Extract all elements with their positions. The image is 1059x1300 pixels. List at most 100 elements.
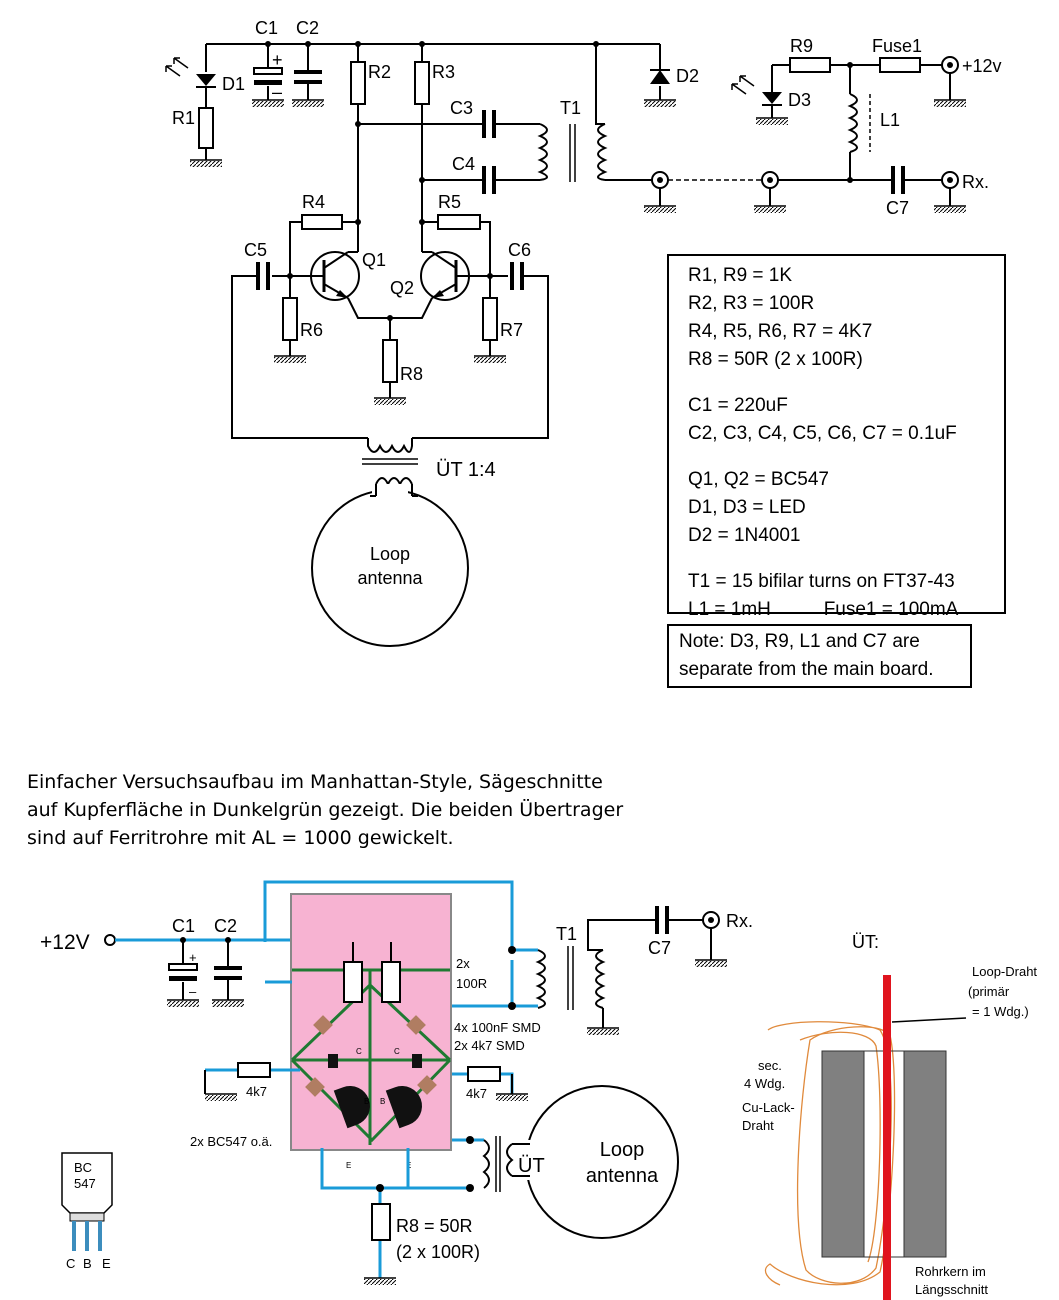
c1-capacitor [254,80,282,85]
l1-inductor [847,93,871,153]
label-4k7-left: 4k7 [246,1084,267,1099]
parts-list: R1, R9 = 1K R2, R3 = 100R R4, R5, R6, R7… [667,254,1006,620]
q1-layout-transistor [333,1086,370,1129]
parts-spacer [688,550,1004,568]
label-r6: R6 [300,320,323,340]
bc547-package [61,1152,113,1251]
top-schematic: C1 C2 + – D1 R1 R2 R3 C3 C4 T1 D2 R9 Fus… [165,18,1002,647]
r8-layout-resistor [371,1203,391,1241]
label-ut: ÜT 1:4 [436,459,496,481]
label-q1: Q1 [362,250,386,270]
copper-cuts [290,968,452,1145]
r4k7-left [237,1062,271,1078]
label-r5: R5 [438,192,461,212]
ut-layout-transformer [482,1136,528,1192]
parts-spacer [688,374,1004,392]
label-layout-c1: C1 [172,916,195,936]
r2-layout-resistor [343,961,363,1003]
label-layout-c2: C2 [214,916,237,936]
parts-line: C1 = 220uF [688,395,788,416]
description-line: auf Kupferfläche in Dunkelgrün gezeigt. … [27,799,624,821]
detail-sec-2: 4 Wdg. [744,1076,785,1091]
primary-loop-wire [883,975,891,1300]
note-line: Note: D3, R9, L1 and C7 are [679,631,920,652]
power-terminal [104,934,116,946]
q2-layout-transistor [385,1086,422,1129]
d3-led-symbol [762,92,782,104]
detail-core-1: Rohrkern im [915,1264,986,1279]
d2-diode [650,70,670,84]
parts-line: L1 = 1mH Fuse1 = 100mA [688,599,959,620]
svg-text:E: E [346,1161,351,1170]
detail-sec-1: sec. [758,1058,782,1073]
parts-line: Q1, Q2 = BC547 [688,469,829,490]
label-t1: T1 [560,98,581,118]
label-layout-ut: ÜT [518,1155,545,1177]
label-r7: R7 [500,320,523,340]
ut-transformer [362,438,418,490]
label-d1: D1 [222,74,245,94]
manhattan-layout: C C B B E E [40,880,753,1285]
label-c5: C5 [244,240,267,260]
svg-text:B: B [380,1097,385,1106]
label-c4: C4 [452,154,475,174]
label-loop-top-2: antenna [357,568,423,588]
parts-line: C2, C3, C4, C5, C6, C7 = 0.1uF [688,423,957,444]
label-q2: Q2 [390,278,414,298]
detail-title: ÜT: [852,932,879,952]
label-2x: 2x [456,956,470,971]
r9-resistor [789,57,831,73]
svg-text:C: C [356,1047,362,1056]
label-c1-minus: – [272,82,282,102]
r1-resistor [198,107,214,149]
detail-loop-wire-2: (primär [968,984,1010,999]
label-l1: L1 [880,110,900,130]
label-c6: C6 [508,240,531,260]
loop-antenna-layout [525,1085,679,1239]
label-d3: D3 [788,90,811,110]
label-c1: C1 [255,18,278,38]
ut-detail: ÜT: Loop-Draht (primär = 1 Wdg.) sec. 4 … [742,932,1037,1300]
detail-loop-wire-3: = 1 Wdg.) [972,1004,1029,1019]
detail-loop-wire-1: Loop-Draht [972,964,1037,979]
parts-line: D2 = 1N4001 [688,525,801,546]
r4k7-right [467,1066,501,1082]
label-100r: 100R [456,976,487,991]
detail-core-2: Längsschnitt [915,1282,988,1297]
r3-layout-resistor [381,961,401,1003]
label-smd-2: 2x 4k7 SMD [454,1038,525,1053]
label-bc547-note: 2x BC547 o.ä. [190,1134,272,1149]
label-r1: R1 [172,108,195,128]
label-pin-e: E [102,1256,111,1271]
label-layout-t1: T1 [556,924,577,944]
parts-line: R8 = 50R (2 x 100R) [688,349,863,370]
svg-text:B: B [364,1097,369,1106]
r7-resistor [482,297,498,341]
description-text: Einfacher Versuchsaufbau im Manhattan-St… [27,768,667,852]
label-layout-12v: +12V [40,931,90,954]
r5-resistor [437,214,481,230]
description-line: sind auf Ferritrohre mit AL = 1000 gewic… [27,827,454,849]
t1-transformer [537,123,608,182]
core-left [821,1050,865,1258]
fuse1 [879,57,921,73]
detail-sec-4: Draht [742,1118,774,1133]
ground-symbols-top [190,99,966,405]
label-r2: R2 [368,62,391,82]
label-loop-layout-2: antenna [586,1165,659,1187]
d1-led-symbol [196,74,216,86]
detail-sec-3: Cu-Lack- [742,1100,795,1115]
q2-transistor [420,251,470,301]
label-r4: R4 [302,192,325,212]
label-loop-top-1: Loop [370,544,410,564]
label-layout-r8-1: R8 = 50R [396,1216,473,1236]
label-bc: BC [74,1160,92,1175]
svg-text:C: C [394,1047,400,1056]
t1-layout-transformer [535,946,606,1010]
note-box: Note: D3, R9, L1 and C7 are separate fro… [667,624,972,688]
label-layout-c7: C7 [648,938,671,958]
parts-line: R4, R5, R6, R7 = 4K7 [688,321,873,342]
label-547: 547 [74,1176,96,1191]
label-layout-plus: + [189,950,197,965]
